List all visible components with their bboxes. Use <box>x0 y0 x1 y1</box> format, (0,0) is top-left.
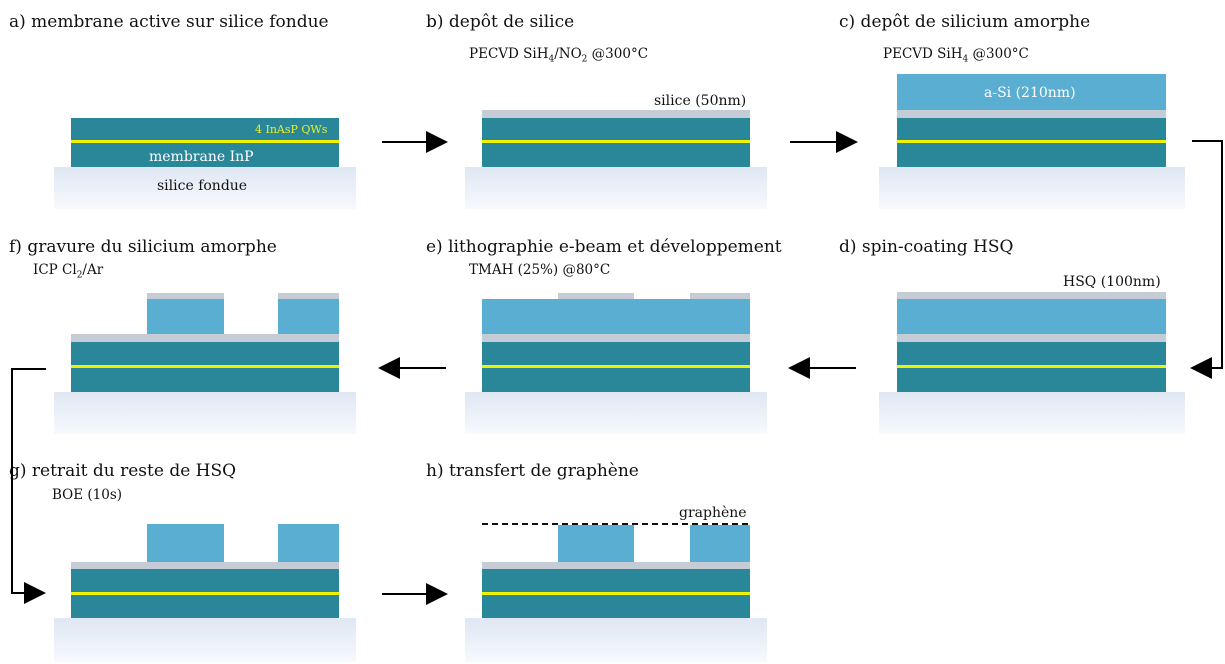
step-f-title: f) gravure du silicium amorphe <box>9 237 277 257</box>
process-subscript: 2 <box>76 270 83 281</box>
process-text: ICP Cl <box>33 262 77 278</box>
quantum-wells <box>897 140 1166 143</box>
step-c-process: PECVD SiH4 @300°C <box>883 46 1029 65</box>
asi-ridge-left <box>558 525 634 562</box>
substrate <box>465 167 767 209</box>
substrate-label: silice fondue <box>157 178 248 194</box>
step-e-title: e) lithographie e-beam et développement <box>426 237 782 257</box>
hsq-pattern-left <box>558 293 634 299</box>
asi-ridge-left <box>147 299 224 334</box>
silica-layer <box>897 334 1166 342</box>
step-b-title: b) depôt de silice <box>426 12 575 32</box>
arrow-e-to-f <box>378 357 446 379</box>
step-e-process: TMAH (25%) @80°C <box>469 262 611 278</box>
quantum-wells <box>482 140 750 143</box>
arrow-d-to-e <box>788 357 856 379</box>
step-g-process: BOE (10s) <box>52 487 123 503</box>
asi-ridge-left <box>147 524 224 562</box>
process-text: /Ar <box>82 262 104 278</box>
qw-label: 4 InAsP QWs <box>255 123 328 136</box>
hsq-layer <box>897 292 1166 299</box>
quantum-wells <box>71 140 339 143</box>
process-text: @300°C <box>968 46 1029 62</box>
panel-e <box>465 293 767 434</box>
panel-g <box>54 524 356 662</box>
panel-c <box>879 74 1185 209</box>
arrow-a-to-b <box>382 131 448 153</box>
panel-h <box>465 523 767 662</box>
silica-layer <box>482 110 750 118</box>
arrow-c-to-d <box>1190 140 1223 379</box>
asi-label: a-Si (210nm) <box>984 85 1076 101</box>
silica-layer <box>71 334 339 342</box>
silica-layer <box>482 562 750 569</box>
asi-ridge-right <box>278 524 339 562</box>
quantum-wells <box>482 592 750 595</box>
step-g-title: g) retrait du reste de HSQ <box>9 461 237 481</box>
graphene-label: graphène <box>679 505 747 521</box>
arrow-f-to-g <box>11 368 46 604</box>
asi-ridge-right <box>690 525 750 562</box>
step-c-title: c) depôt de silicium amorphe <box>839 12 1091 32</box>
quantum-wells <box>71 592 339 595</box>
substrate <box>879 392 1185 434</box>
arrow-b-to-c <box>790 131 858 153</box>
asi-layer <box>897 299 1166 334</box>
process-text: PECVD SiH <box>469 46 549 62</box>
silica-layer <box>897 110 1166 118</box>
substrate <box>465 618 767 662</box>
substrate <box>54 618 356 662</box>
substrate <box>54 392 356 434</box>
panel-a <box>54 118 356 209</box>
panel-b <box>465 110 767 209</box>
arrow-g-to-h <box>382 583 448 605</box>
panel-f <box>54 293 356 434</box>
membrane-label: membrane InP <box>149 149 254 165</box>
asi-layer <box>897 74 1166 110</box>
process-subscript: 4 <box>962 54 969 65</box>
step-a-title: a) membrane active sur silice fondue <box>9 12 329 32</box>
hsq-pattern-right <box>690 293 750 299</box>
step-d-title: d) spin-coating HSQ <box>839 237 1014 257</box>
asi-layer <box>482 299 750 334</box>
step-h-title: h) transfert de graphène <box>426 461 639 481</box>
quantum-wells <box>482 365 750 368</box>
silica-layer <box>71 562 339 569</box>
process-text: @300°C <box>587 46 649 62</box>
quantum-wells <box>897 365 1166 368</box>
panel-d <box>879 292 1185 434</box>
step-f-process: ICP Cl2/Ar <box>33 262 104 281</box>
quantum-wells <box>71 365 339 368</box>
substrate <box>465 392 767 434</box>
step-b-process: PECVD SiH4/NO2 @300°C <box>469 46 649 65</box>
silica-label: silice (50nm) <box>654 93 747 109</box>
substrate <box>879 167 1185 209</box>
silica-layer <box>482 334 750 342</box>
hsq-pattern-left <box>147 293 224 299</box>
process-subscript: 4 <box>548 54 555 65</box>
process-text: /NO <box>554 46 582 62</box>
hsq-pattern-right <box>278 293 339 299</box>
process-subscript: 2 <box>581 54 588 65</box>
process-text: PECVD SiH <box>883 46 963 62</box>
hsq-label: HSQ (100nm) <box>1063 274 1161 290</box>
substrate <box>54 167 356 209</box>
asi-ridge-right <box>278 299 339 334</box>
